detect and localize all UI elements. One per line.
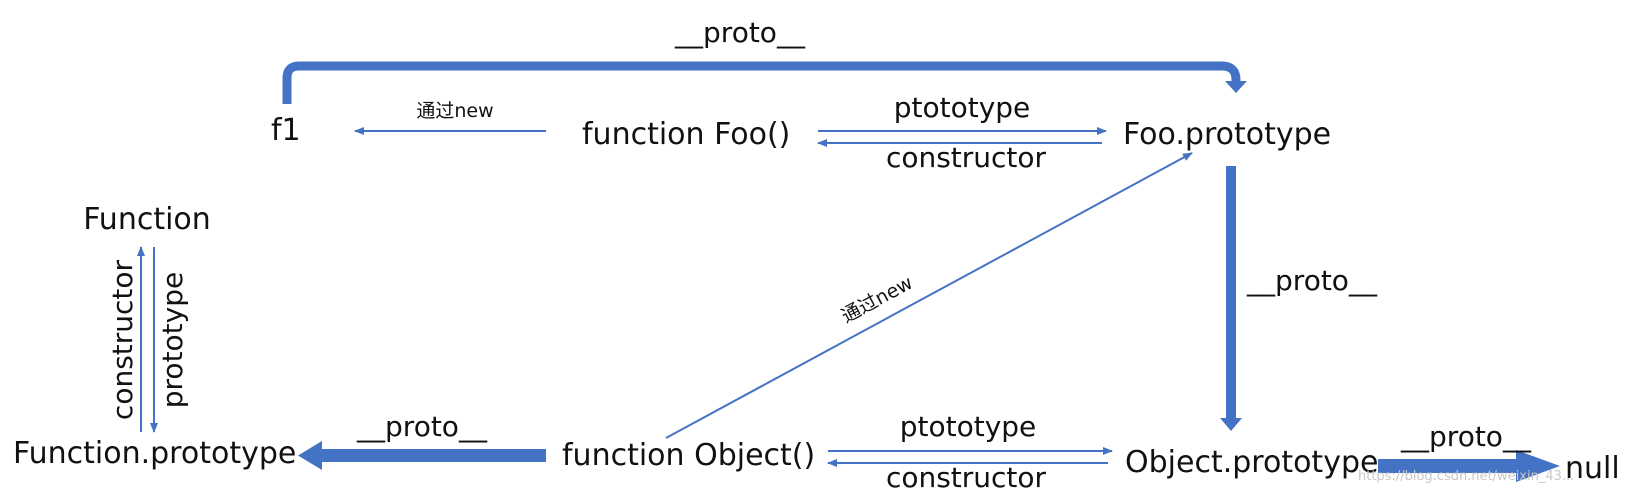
right-proto-arrowhead [1220, 418, 1242, 431]
label-function-prototype: prototype [156, 272, 189, 408]
label-obj-prototype: ptototype [900, 410, 1037, 443]
node-foo-proto: Foo.prototype [1123, 117, 1331, 152]
node-null: null [1565, 451, 1620, 486]
null-proto-arrowhead [1516, 450, 1560, 482]
node-function: Function [83, 202, 211, 237]
null-proto-shaft [1378, 459, 1518, 473]
label-diag-new: 通过new [838, 272, 917, 328]
fn-proto-arrowhead [298, 441, 322, 470]
node-foo-fn: function Foo() [582, 117, 790, 152]
label-right-proto: __proto__ [1246, 264, 1378, 297]
label-new-f1: 通过new [416, 100, 493, 122]
top-proto-arrow [282, 61, 1241, 104]
label-fn-proto-link: __proto__ [356, 410, 488, 443]
top-proto-arrowhead [1225, 81, 1247, 93]
label-null-proto: __proto__ [1400, 420, 1532, 453]
node-f1: f1 [271, 113, 301, 148]
label-obj-constructor: constructor [886, 461, 1047, 492]
node-object-fn: function Object() [562, 438, 815, 473]
label-function-constructor: constructor [106, 259, 139, 420]
right-proto-shaft [1226, 166, 1236, 418]
fn-proto-shaft [318, 449, 546, 462]
watermark: https://blog.csdn.net/weixin_43... [1358, 469, 1574, 484]
node-object-proto: Object.prototype [1125, 445, 1378, 480]
label-foo-prototype: ptototype [894, 91, 1031, 124]
label-top-proto: __proto__ [674, 16, 806, 49]
node-function-proto: Function.prototype [13, 436, 296, 471]
label-foo-constructor: constructor [886, 141, 1047, 174]
diag-new-arrow [665, 152, 1193, 439]
